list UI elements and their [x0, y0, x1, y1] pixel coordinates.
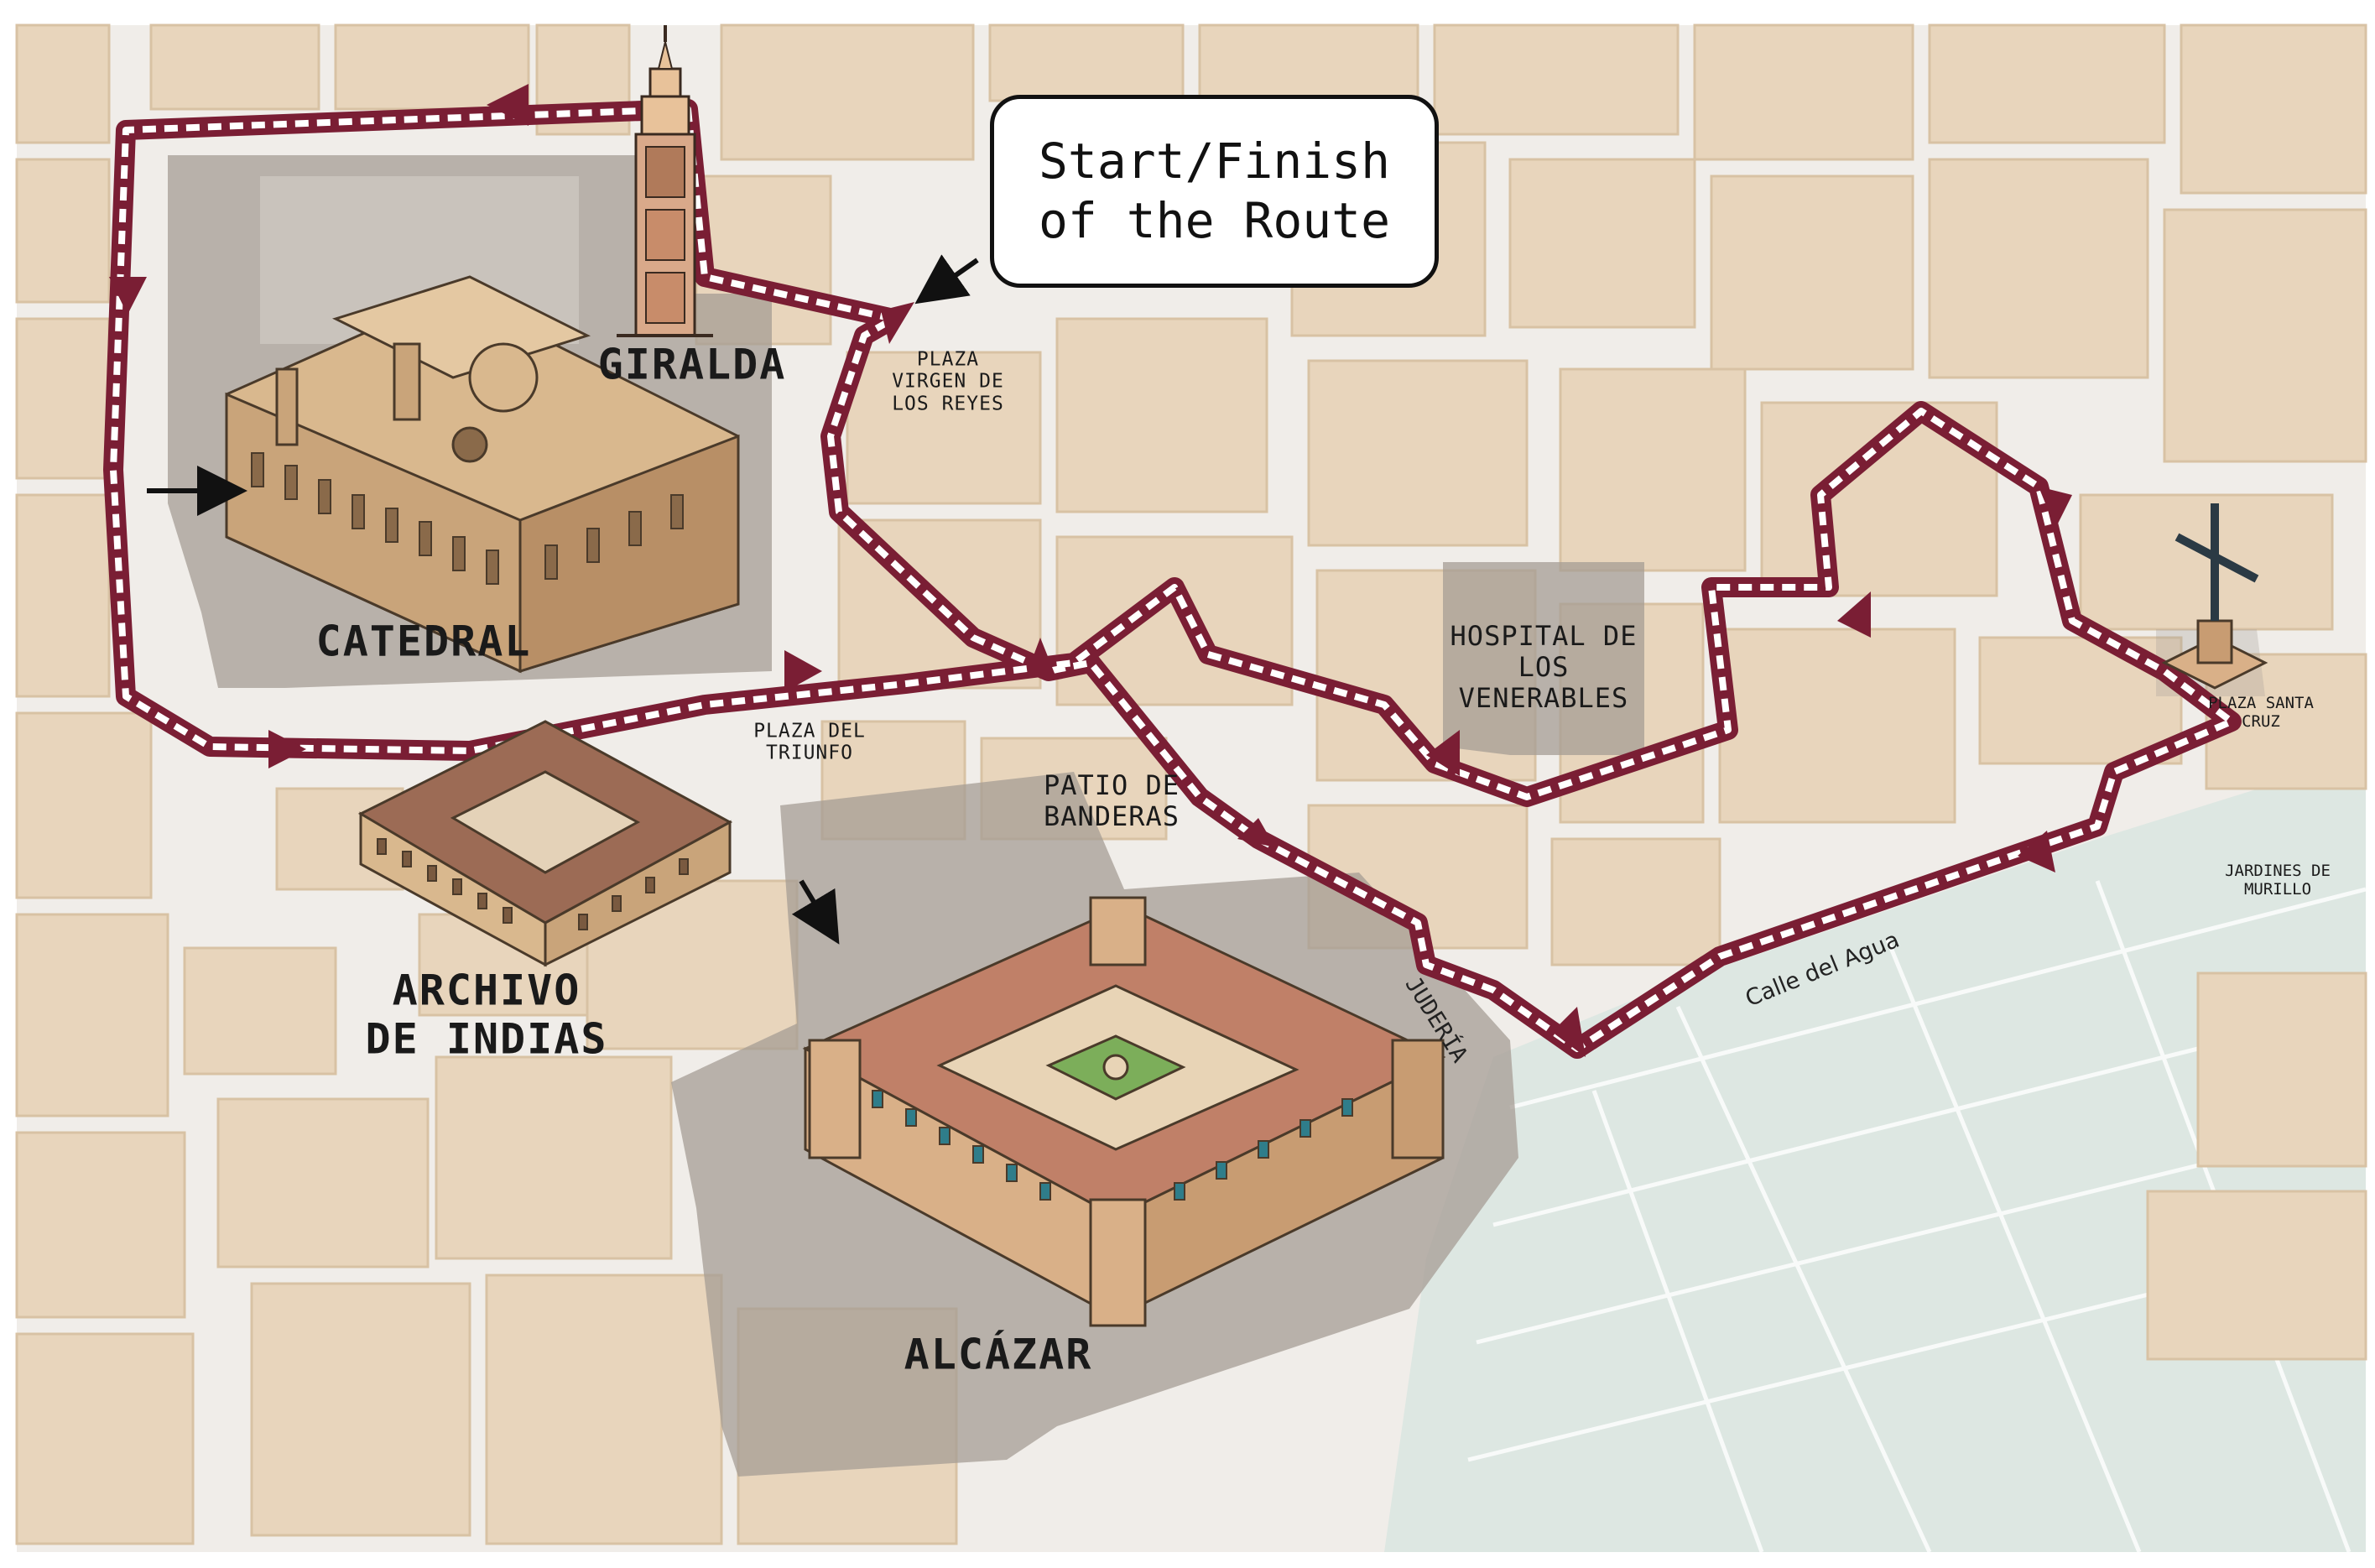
label-plaza-santa-cruz: PLAZA SANTA CRUZ — [2208, 694, 2314, 731]
direction-arrow-icon — [2018, 831, 2055, 873]
direction-arrows — [109, 84, 2072, 1057]
label-giralda: GIRALDA — [597, 340, 787, 389]
direction-arrow-icon — [268, 730, 306, 768]
label-plaza-virgen-de-los-reyes: PLAZA VIRGEN DE LOS REYES — [892, 348, 1004, 415]
label-plaza-del-triunfo: PLAZA DEL TRIUNFO — [753, 720, 866, 764]
alcazar-palace-icon — [802, 896, 1446, 1327]
label-patio-de-banderas: PATIO DE BANDERAS — [1043, 769, 1180, 832]
label-alcazar: ALCÁZAR — [904, 1330, 1093, 1379]
direction-arrow-icon — [109, 277, 147, 315]
direction-arrow-icon — [1552, 1007, 1586, 1057]
direction-arrow-icon — [1426, 730, 1460, 776]
direction-arrow-icon — [1837, 591, 1871, 638]
direction-arrow-icon — [784, 650, 822, 692]
giralda-tower-icon — [617, 25, 713, 337]
direction-arrow-icon — [487, 84, 529, 126]
pointer-arrow-icon — [914, 254, 979, 305]
archivo-building-icon — [357, 720, 733, 967]
pointer-arrow-icon — [791, 879, 840, 945]
direction-arrow-icon — [1028, 638, 1057, 680]
label-hospital-de-los-venerables: HOSPITAL DE LOS VENERABLES — [1450, 619, 1638, 714]
route-start-callout: Start/Finish of the Route — [990, 95, 1439, 288]
park-area — [1384, 755, 2366, 1552]
cross-monument-icon — [2161, 503, 2268, 690]
direction-arrow-icon — [2039, 487, 2072, 529]
callout-text: Start/Finish of the Route — [1038, 133, 1391, 249]
direction-arrow-icon — [881, 302, 914, 344]
label-catedral: CATEDRAL — [315, 617, 532, 666]
direction-arrow-icon — [1237, 818, 1275, 847]
cathedral-icon — [225, 275, 740, 674]
walking-route — [103, 99, 2242, 1059]
pointer-arrows — [147, 254, 979, 945]
label-jardines-de-murillo: JARDINES DE MURILLO — [2225, 862, 2331, 899]
label-archivo-de-indias: ARCHIVO DE INDIAS — [365, 966, 608, 1063]
